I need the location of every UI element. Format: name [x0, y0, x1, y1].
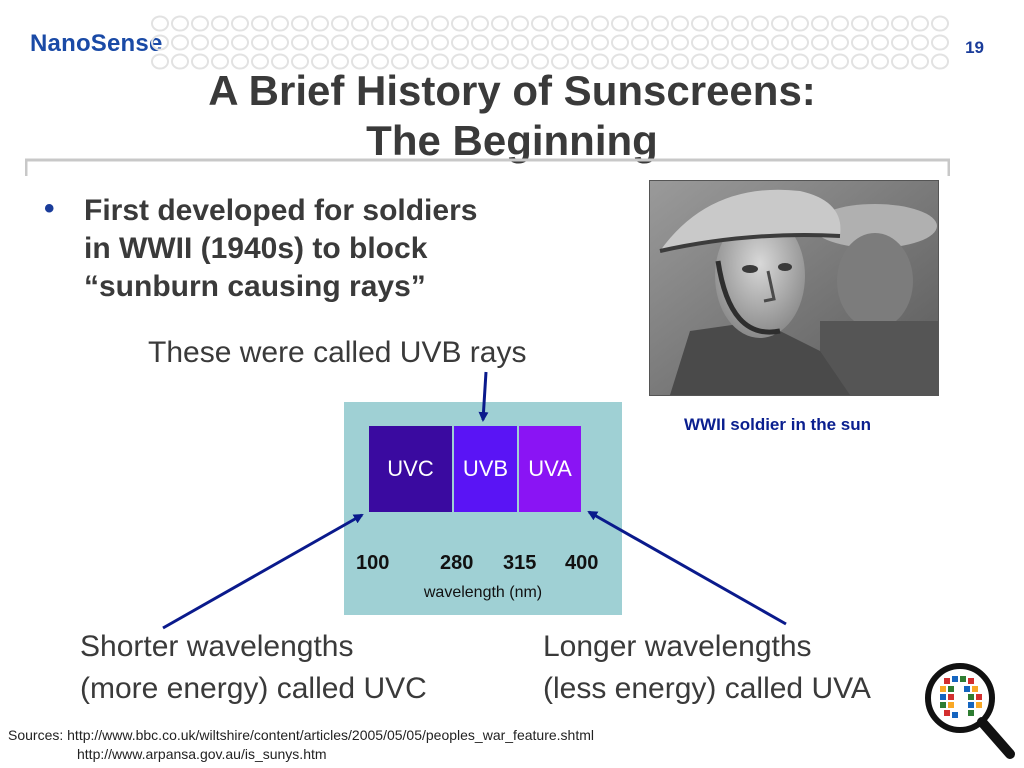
- photo-caption: WWII soldier in the sun: [684, 415, 871, 434]
- bullet-line-2: in WWII (1940s) to block: [84, 232, 428, 265]
- bullet-marker: •: [44, 192, 55, 225]
- tick-100: 100: [356, 552, 390, 574]
- title-line-2: The Beginning: [366, 117, 658, 164]
- longer-line-1: Longer wavelengths: [543, 630, 812, 663]
- header-pattern: [150, 14, 950, 72]
- uv-spectrum-diagram: UVC UVB UVA 100 280 315 400 wavelength (…: [344, 402, 622, 615]
- band-uva: UVA: [519, 426, 581, 512]
- band-uvc: UVC: [369, 426, 452, 512]
- tick-400: 400: [565, 552, 599, 574]
- page-title: A Brief History of Sunscreens: The Begin…: [0, 66, 1024, 166]
- bullet-line-3: “sunburn causing rays”: [84, 270, 426, 303]
- bullet-point: • First developed for soldiers in WWII (…: [44, 192, 604, 306]
- magnifier-icon: [925, 663, 1015, 759]
- source-line-1[interactable]: Sources: http://www.bbc.co.uk/wiltshire/…: [8, 727, 594, 743]
- sources: Sources: http://www.bbc.co.uk/wiltshire/…: [8, 726, 594, 764]
- longer-line-2: (less energy) called UVA: [543, 672, 871, 705]
- bullet-line-1: First developed for soldiers: [84, 194, 478, 227]
- slide-number: 19: [965, 38, 984, 57]
- uvb-note: These were called UVB rays: [148, 336, 527, 369]
- shorter-wavelengths-label: Shorter wavelengths (more energy) called…: [80, 626, 427, 710]
- title-line-1: A Brief History of Sunscreens:: [208, 67, 816, 114]
- arrow-to-uvc: [162, 513, 364, 630]
- wavelength-label: wavelength (nm): [423, 584, 543, 601]
- soldier-photo: [649, 180, 939, 396]
- nanosense-logo: NanoSense: [30, 30, 163, 57]
- tick-280: 280: [440, 552, 474, 574]
- source-line-2[interactable]: http://www.arpansa.gov.au/is_sunys.htm: [77, 746, 327, 762]
- longer-wavelengths-label: Longer wavelengths (less energy) called …: [543, 626, 871, 710]
- title-divider: [25, 158, 950, 176]
- shorter-line-2: (more energy) called UVC: [80, 672, 427, 705]
- band-uvb: UVB: [454, 426, 517, 512]
- tick-315: 315: [503, 552, 537, 574]
- shorter-line-1: Shorter wavelengths: [80, 630, 354, 663]
